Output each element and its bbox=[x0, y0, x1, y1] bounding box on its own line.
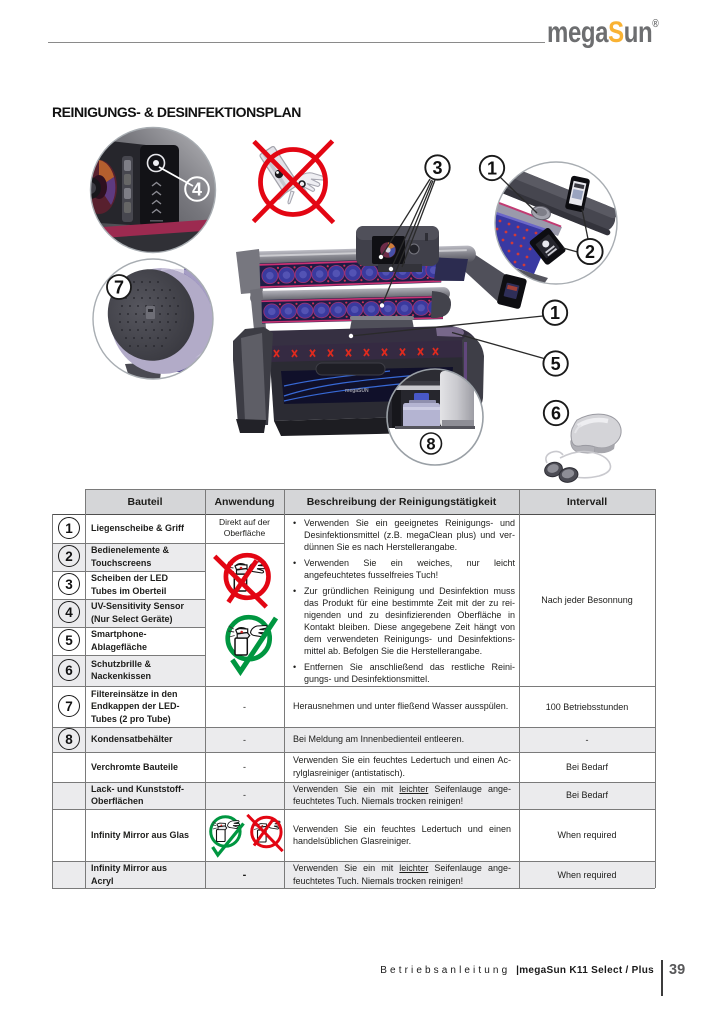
svg-text:3: 3 bbox=[432, 158, 442, 178]
svg-text:8: 8 bbox=[426, 436, 435, 454]
svg-text:megaSUN: megaSUN bbox=[345, 388, 369, 394]
svg-text:7: 7 bbox=[114, 278, 124, 298]
svg-text:4: 4 bbox=[192, 180, 202, 200]
svg-text:1: 1 bbox=[487, 159, 497, 179]
svg-text:1: 1 bbox=[550, 303, 560, 323]
svg-text:2: 2 bbox=[585, 242, 595, 262]
svg-text:6: 6 bbox=[551, 404, 561, 424]
svg-text:5: 5 bbox=[551, 354, 561, 374]
